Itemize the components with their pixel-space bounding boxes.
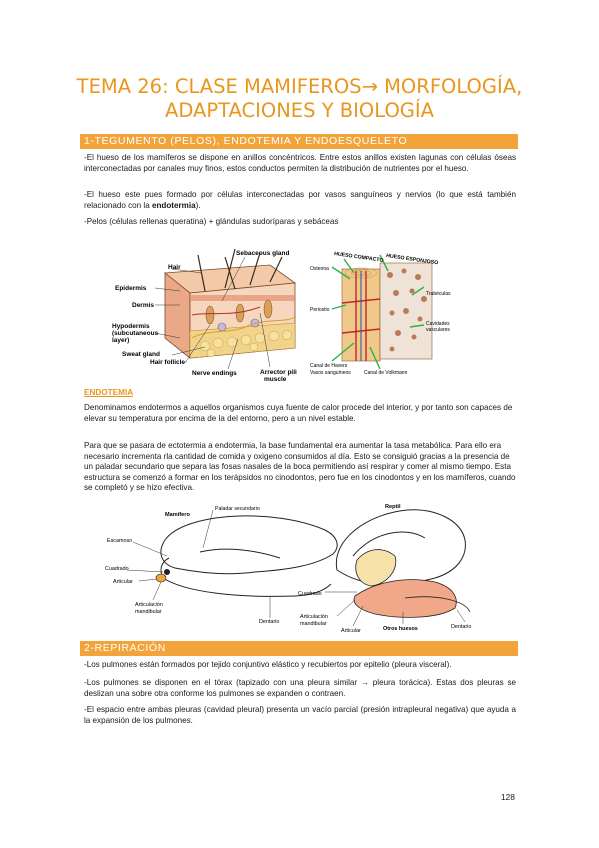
label-arrector-pili: Arrector pili xyxy=(260,369,297,376)
label-dermis: Dermis xyxy=(132,302,154,309)
label-periostio: Periostio xyxy=(310,307,330,313)
label-escamoso: Escamoso xyxy=(107,538,132,544)
bone-diagram: HUESO COMPACTO HUESO ESPONJOSO Osteona T… xyxy=(310,251,451,376)
label-vasculares: vasculares xyxy=(426,327,450,333)
page-title: TEMA 26: CLASE MAMIFEROS→ MORFOLOGÍA, AD… xyxy=(40,75,559,123)
mammal-skull-outline xyxy=(160,515,338,597)
label-cavidades: Cavidades xyxy=(426,321,450,327)
label-paladar-secundario: Paladar secundario xyxy=(215,506,260,512)
heading-endotemia: ENDOTEMIA xyxy=(84,388,134,397)
label-articular: Articular xyxy=(113,579,133,585)
green-pointers xyxy=(331,254,425,370)
label-otros-huesos: Otros huesos xyxy=(383,626,418,632)
reptile-cuadrado-bone xyxy=(355,549,397,587)
mammal-articular-dot xyxy=(155,573,167,583)
fat-cells xyxy=(199,330,292,358)
label-sebaceous-gland: Sebaceous gland xyxy=(236,250,289,257)
label-hypodermis: Hypodermis xyxy=(112,323,150,330)
label-hypodermis-sub: (subcutaneous xyxy=(112,330,159,337)
label-sweat-gland: Sweat gland xyxy=(122,351,160,358)
paragraph-metabolismo: Para que se pasara de ectotermia a endot… xyxy=(84,441,516,492)
paragraph-endotermos: Denominamos endotermos a aquellos organi… xyxy=(84,403,513,423)
title-line-1: TEMA 26: CLASE MAMIFEROS→ MORFOLOGÍA, xyxy=(76,75,523,98)
label-cuadrado: Cuadrado xyxy=(105,566,129,572)
label-reptil: Reptil xyxy=(385,504,401,510)
label-articulacion: Articulación xyxy=(135,602,163,608)
label-mamifero: Mamífero xyxy=(165,512,190,518)
paragraph-cavidad-pleural: -El espacio entre ambas pleuras (cavidad… xyxy=(84,705,516,725)
label-hair-follicle: Hair follicle xyxy=(150,359,185,366)
label-mandibular-reptil: mandibular xyxy=(300,621,327,627)
label-articulacion-reptil: Articulación xyxy=(300,614,328,620)
trabecular-holes xyxy=(387,268,427,352)
nerve-line xyxy=(191,316,296,339)
label-hueso-compacto: HUESO COMPACTO xyxy=(334,251,384,264)
skin-diagram: Hair Sebaceous gland Epidermis Dermis Hy… xyxy=(112,248,297,383)
label-mandibular: mandibular xyxy=(135,609,162,615)
paragraph-hair: -Pelos (células rellenas queratina) + gl… xyxy=(84,217,339,226)
label-vasos-sanguineos: Vasos sanguíneos xyxy=(310,370,351,376)
endotermia-bold: endotermia xyxy=(151,200,196,210)
mammal-cuadrado-dot xyxy=(164,569,170,575)
label-osteona: Osteona xyxy=(310,266,329,272)
follicles xyxy=(205,299,273,325)
paragraph-pulmones-torax: -Los pulmones se disponen en el tórax (t… xyxy=(84,678,516,698)
paragraph-pulmones-tejido: -Los pulmones están formados por tejido … xyxy=(84,660,452,669)
label-nerve-endings: Nerve endings xyxy=(192,370,237,377)
reptile-otros-huesos xyxy=(353,579,457,618)
page-number: 128 xyxy=(500,792,515,802)
label-dentario-reptil: Dentario xyxy=(451,624,471,630)
epidermis-layer xyxy=(190,295,295,301)
paragraph-bone-rings: -El hueso de los mamíferos se dispone en… xyxy=(84,153,516,173)
label-dentario: Dentario xyxy=(259,619,279,625)
section-header-respiracion: 2-REPIRACIÓN xyxy=(80,641,518,656)
label-articular-reptil: Articular xyxy=(341,628,361,634)
label-cuadrado-reptil: Cuadrado xyxy=(298,591,322,597)
label-trabeculas: Trabéculas xyxy=(426,291,451,297)
label-arrector-muscle: muscle xyxy=(264,376,287,383)
skull-diagram: Mamífero Paladar secundario Escamoso Cua… xyxy=(105,504,471,634)
label-hypodermis-layer: layer) xyxy=(112,337,129,344)
label-canal-havers: Canal de Havers xyxy=(310,363,348,369)
paragraph-bone-cells: -El hueso este pues formado por células … xyxy=(84,190,516,210)
label-epidermis: Epidermis xyxy=(115,285,147,292)
section-header-tegumento: 1-TEGUMENTO (PELOS), ENDOTEMIA Y ENDOESQ… xyxy=(80,134,518,149)
reptile-skull-outline xyxy=(335,509,466,586)
vessel-line xyxy=(191,306,261,316)
label-canal-volkmann: Canal de Volkmann xyxy=(364,370,408,376)
label-hair: Hair xyxy=(168,264,181,271)
title-line-2: ADAPTACIONES Y BIOLOGÍA xyxy=(164,99,434,122)
